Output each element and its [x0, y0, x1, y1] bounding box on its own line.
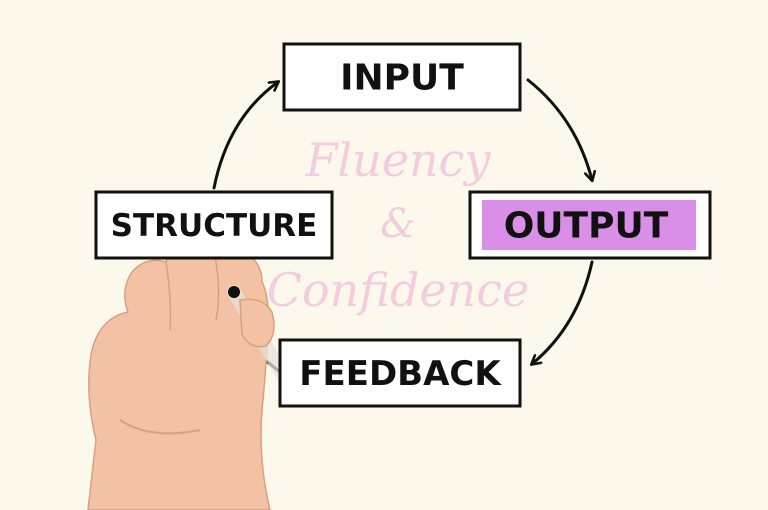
node-structure-box: [94, 190, 334, 260]
node-input-box: [282, 42, 522, 112]
arrow-structure-to-input: [212, 82, 278, 190]
marker-tip: [228, 286, 240, 298]
node-input: INPUT: [282, 42, 522, 112]
node-output-highlight: [482, 200, 696, 250]
watermark-line-1: Fluency: [305, 133, 492, 187]
hand-arm: [87, 238, 271, 510]
node-input-label: INPUT: [340, 58, 464, 99]
arrow-output-to-feedback: [532, 260, 594, 364]
node-output-label: OUTPUT: [504, 206, 669, 247]
node-structure: STRUCTURE: [94, 190, 334, 260]
node-feedback-box: [278, 338, 522, 408]
node-output: OUTPUT: [468, 190, 712, 260]
hand-holding-marker-icon: [87, 238, 293, 510]
watermark-line-2: &: [380, 201, 416, 247]
node-structure-label: STRUCTURE: [111, 208, 318, 244]
arrow-input-to-output: [526, 78, 592, 180]
node-feedback: FEEDBACK: [278, 338, 522, 408]
finger-crease-1: [165, 261, 172, 331]
node-feedback-label: FEEDBACK: [299, 354, 502, 394]
hand-shading: [119, 419, 201, 435]
hand-thumb: [239, 298, 275, 348]
watermark-line-3: Confidence: [267, 263, 529, 317]
watermark: Fluency & Confidence: [267, 133, 529, 317]
